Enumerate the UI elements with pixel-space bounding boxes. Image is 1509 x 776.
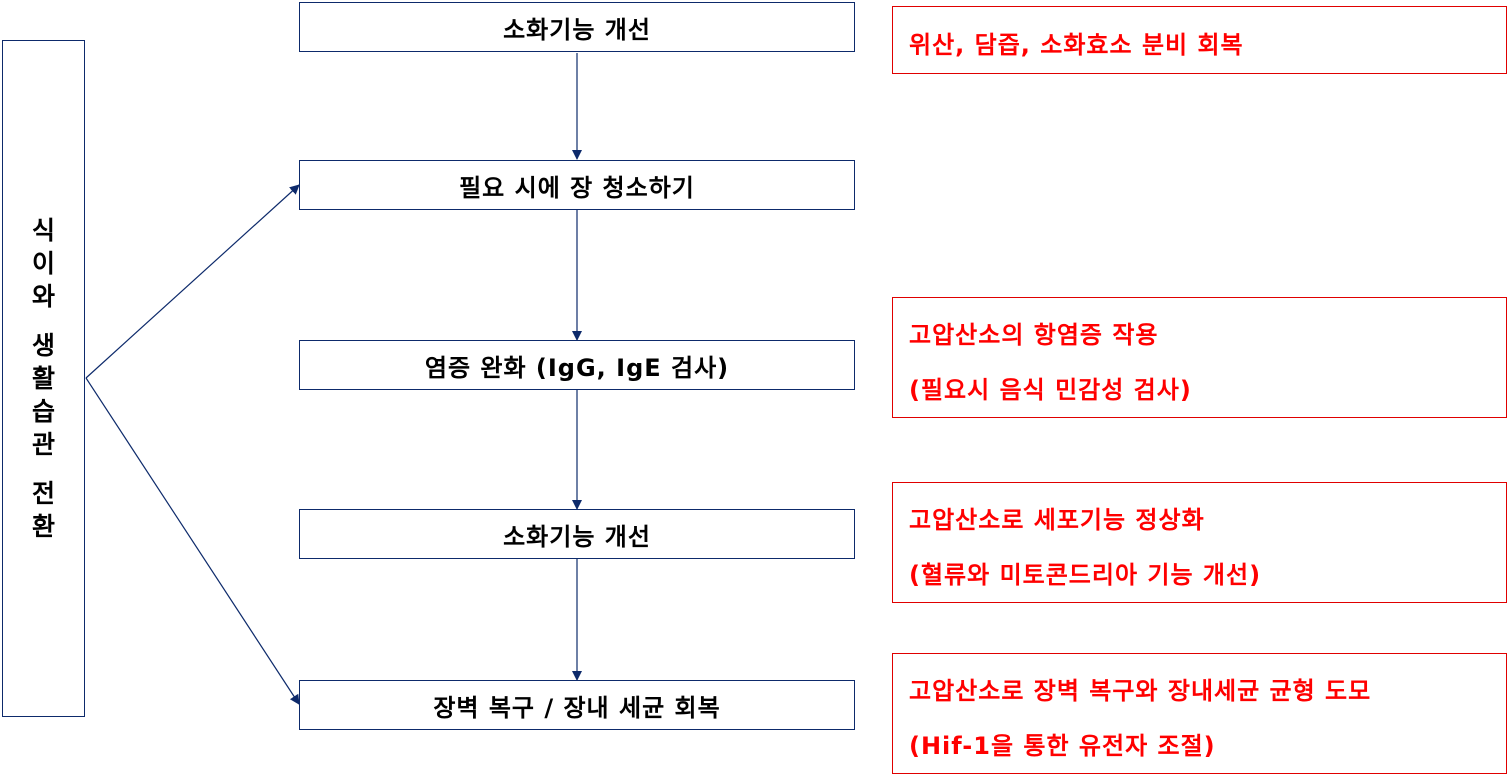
note-line: (혈류와 미토콘드리아 기능 개선) (909, 561, 1262, 589)
note-line: 고압산소로 세포기능 정상화 (909, 506, 1205, 534)
note-cell-function: 고압산소로 세포기능 정상화 (혈류와 미토콘드리아 기능 개선) (892, 482, 1507, 603)
note-digestion: 위산, 담즙, 소화효소 분비 회복 (892, 6, 1507, 74)
side-label-char: 생 (31, 331, 55, 360)
step-inflammation-relief: 염증 완화 (IgG, IgE 검사) (299, 340, 855, 390)
note-line: 고압산소로 장벽 복구와 장내세균 균형 도모 (909, 677, 1372, 705)
arrow-side-to-step2 (85, 184, 300, 379)
note-line: 고압산소의 항염증 작용 (909, 321, 1159, 349)
side-label-char: 와 (31, 282, 55, 311)
side-label-char: 관 (31, 430, 55, 459)
side-label-char: 활 (31, 364, 55, 393)
side-label-char: 이 (31, 249, 55, 278)
note-line: 위산, 담즙, 소화효소 분비 회복 (909, 31, 1244, 59)
note-anti-inflammation: 고압산소의 항염증 작용 (필요시 음식 민감성 검사) (892, 297, 1507, 418)
side-label-char: 식 (31, 216, 55, 245)
step-digestion-improvement: 소화기능 개선 (299, 2, 855, 52)
note-line: (Hif-1을 통한 유전자 조절) (909, 732, 1216, 760)
step-gut-wall-restoration: 장벽 복구 / 장내 세균 회복 (299, 680, 855, 730)
step-digestion-improvement-2: 소화기능 개선 (299, 509, 855, 559)
arrow-side-to-step5 (85, 377, 300, 705)
side-label-char: 습 (31, 397, 55, 426)
side-label-char: 전 (31, 479, 55, 508)
note-gut-wall: 고압산소로 장벽 복구와 장내세균 균형 도모 (Hif-1을 통한 유전자 조… (892, 653, 1507, 774)
note-line: (필요시 음식 민감성 검사) (909, 376, 1192, 404)
side-label-char: 환 (31, 512, 55, 541)
step-gut-cleansing: 필요 시에 장 청소하기 (299, 160, 855, 210)
